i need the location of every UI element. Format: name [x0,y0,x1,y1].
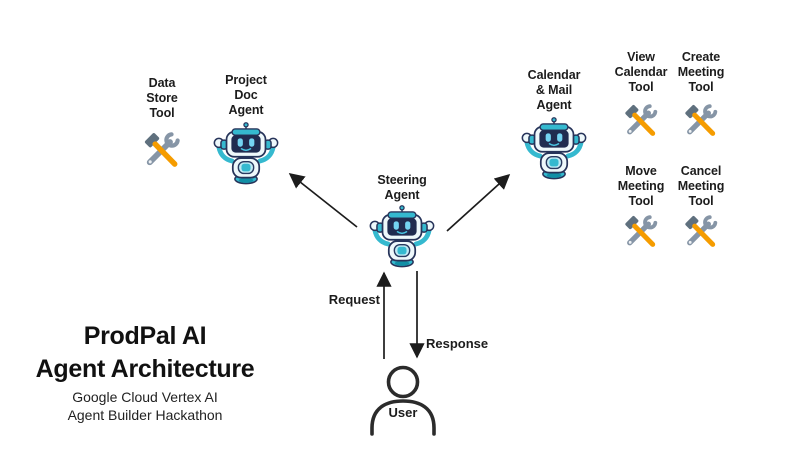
arrow-steering-to-calendar-mail [446,173,511,232]
node-move-meeting-tool: Move Meeting Tool [606,164,676,250]
person-icon [370,365,436,436]
hammer-wrench-icon [140,130,184,170]
node-label: Data Store Tool [146,76,178,120]
node-cancel-meeting-tool: Cancel Meeting Tool [666,164,736,250]
node-view-calendar-tool: View Calendar Tool [606,50,676,139]
node-label: Calendar & Mail Agent [527,68,581,112]
node-data-store-tool: Data Store Tool [117,76,207,170]
node-label: Create Meeting Tool [677,50,725,94]
node-label: Steering Agent [377,173,427,202]
node-label: Cancel Meeting Tool [677,164,725,208]
node-label: Project Doc Agent [225,73,267,117]
node-create-meeting-tool: Create Meeting Tool [666,50,736,139]
node-project-doc-agent: Project Doc Agent [201,73,291,186]
hammer-wrench-icon [681,213,721,250]
diagram-title: ProdPal AI Agent Architecture [35,322,255,383]
response-label: Response [426,336,489,351]
node-label: View Calendar Tool [614,50,668,94]
robot-icon [364,205,440,269]
request-label: Request [328,292,380,307]
node-calendar-mail-agent: Calendar & Mail Agent [509,68,599,181]
robot-icon [516,117,592,181]
robot-icon [208,122,284,186]
node-label: Move Meeting Tool [617,164,665,208]
hammer-wrench-icon [621,213,661,250]
arrow-steering-to-project-doc [288,173,358,228]
hammer-wrench-icon [681,102,721,139]
title-block: ProdPal AI Agent Architecture Google Clo… [24,320,266,424]
node-steering-agent: Steering Agent [357,173,447,269]
user-label: User [388,405,418,420]
hammer-wrench-icon [621,102,661,139]
diagram-subtitle: Google Cloud Vertex AI Agent Builder Hac… [67,389,223,423]
